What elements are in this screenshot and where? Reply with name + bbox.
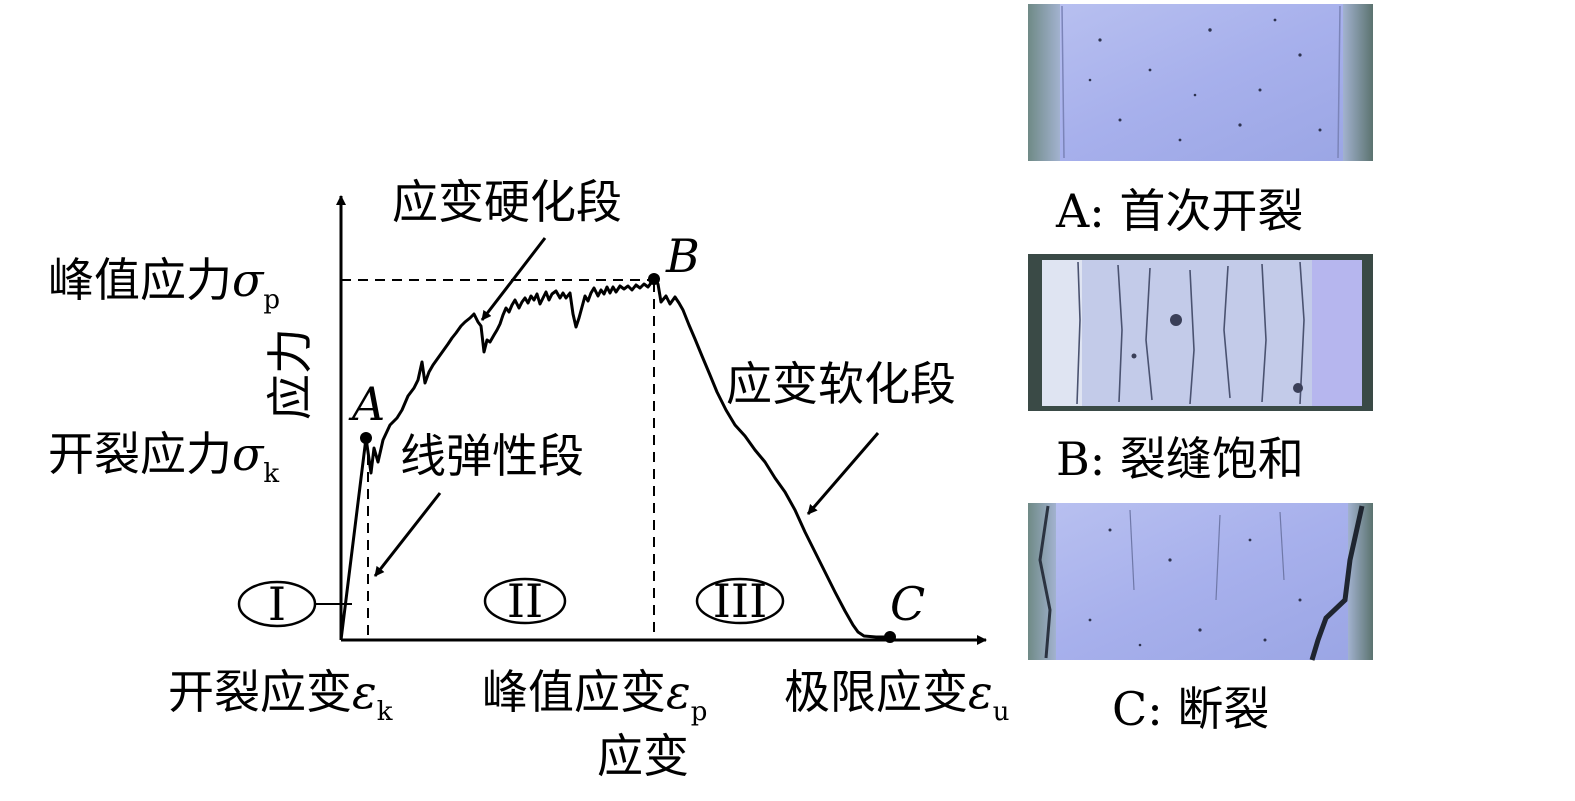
zone-marker-2-text: II (507, 574, 543, 628)
x-axis-title: 应变 (597, 729, 689, 783)
axes (336, 195, 987, 645)
specimen-photo-b (1028, 254, 1373, 411)
photo-c-caption: C: 断裂 (1112, 682, 1269, 736)
point-a-dot (360, 432, 372, 444)
zone-marker-1: I (237, 577, 317, 631)
zone-marker-2: II (483, 574, 567, 628)
zone-marker-3-text: III (713, 574, 768, 628)
point-b-label: B (665, 229, 700, 283)
elastic-arrow (373, 492, 442, 577)
photo-a-caption: A: 首次开裂 (1055, 184, 1303, 238)
zone-marker-1-text: I (268, 577, 286, 631)
zone-marker-3: III (695, 574, 785, 628)
photo-b-caption: B: 裂缝饱和 (1056, 432, 1304, 486)
specimen-photo-c (1028, 503, 1373, 661)
softening-arrow (806, 432, 880, 515)
point-c-label: C (890, 577, 925, 631)
point-c-dot (884, 631, 896, 643)
reference-lines (341, 279, 655, 640)
peak-stress-label: 峰值应力σp (48, 253, 280, 315)
stage-elastic-label: 线弹性段 (400, 429, 584, 483)
specimen-photo-a (1028, 4, 1373, 161)
hardening-arrow (480, 237, 547, 321)
stage-softening-label: 应变软化段 (726, 357, 956, 411)
ultimate-strain-label: 极限应变εu (784, 665, 1009, 727)
crack-strain-label: 开裂应变εk (168, 665, 393, 727)
point-b-dot (648, 273, 660, 285)
point-a-label: A (348, 377, 385, 431)
peak-strain-label: 峰值应变εp (482, 665, 707, 727)
crack-stress-label: 开裂应力σk (48, 427, 279, 489)
stress-strain-curve (339, 277, 890, 641)
y-axis-title: 应力 (263, 328, 317, 420)
stage-hardening-label: 应变硬化段 (392, 175, 622, 229)
